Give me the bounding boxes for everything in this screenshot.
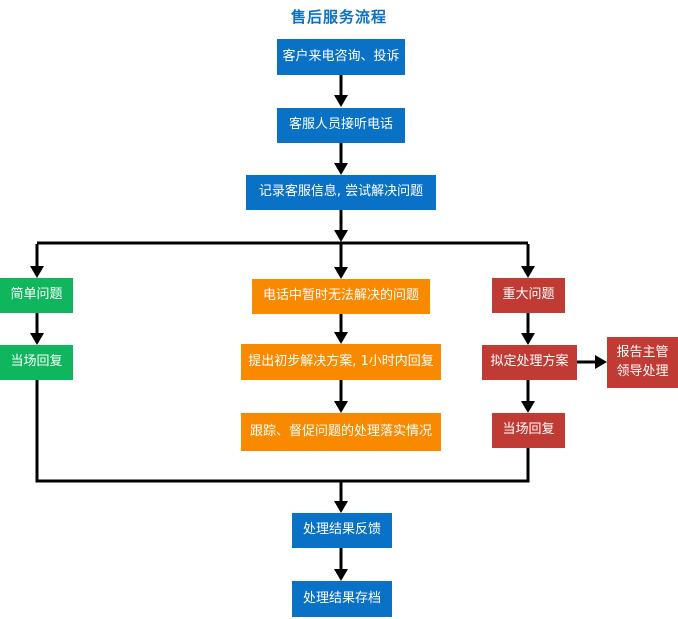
page-title: 售后服务流程 — [290, 8, 387, 26]
node-major-problem: 重大问题 — [492, 278, 565, 313]
node-result-feedback: 处理结果反馈 — [292, 513, 392, 548]
node-report-supervisor: 报告主管领导处理 — [607, 337, 678, 388]
node-customer-call: 客户来电咨询、投诉 — [277, 39, 405, 75]
node-major-reply-onsite: 当场回复 — [492, 413, 565, 448]
node-record-info: 记录客服信息, 尝试解决问题 — [246, 175, 436, 210]
node-phone-unsolved-problem: 电话中暂时无法解决的问题 — [252, 279, 430, 314]
node-result-archive: 处理结果存档 — [292, 581, 392, 617]
node-simple-problem: 简单问题 — [0, 278, 73, 313]
node-simple-reply-onsite: 当场回复 — [0, 345, 73, 380]
node-draft-plan: 拟定处理方案 — [482, 345, 577, 380]
node-propose-solution: 提出初步解决方案, 1小时内回复 — [241, 344, 441, 380]
node-track-supervise: 跟踪、督促问题的处理落实情况 — [241, 413, 441, 451]
node-agent-answer: 客服人员接听电话 — [277, 108, 405, 143]
